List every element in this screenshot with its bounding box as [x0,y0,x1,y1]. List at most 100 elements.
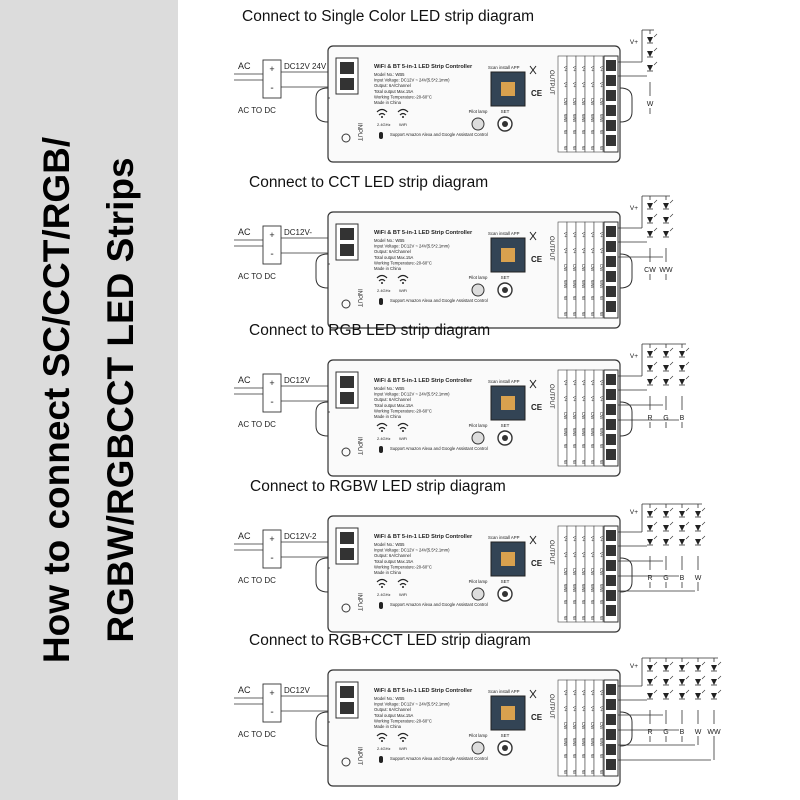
wifi-icon [376,274,388,282]
dc-voltage-label: DC12V- [284,228,312,237]
input-screw-icon [340,376,354,388]
ce-mark: CE [531,559,543,568]
dc-jack-icon [341,299,351,309]
input-screw-icon [340,392,354,404]
controller-title: WiFi & BT 5-in-1 LED Strip Controller [374,230,473,236]
output-terminal-label: WW [563,738,568,747]
output-terminal-label: W [563,616,568,621]
channel-label: G [663,575,668,582]
input-label: INPUT [356,747,362,765]
led-emission-arrow [701,689,706,694]
led-diode-icon [647,351,653,357]
output-terminal-label: V+ [599,396,604,402]
output-terminal-label: CW [563,412,568,420]
led-diode-icon [663,217,669,223]
output-screw-icon [606,301,616,312]
led-diode-icon [647,693,653,699]
led-emission-arrow [653,689,658,694]
pilot-lamp-label: Pilot lamp [469,275,488,280]
output-terminal-label: V+ [563,248,568,254]
output-screw-icon [606,60,616,71]
led-diode-icon [711,679,717,685]
adapter-plus: + [269,230,274,240]
output-terminal-label: W [563,770,568,775]
set-label: SET [501,109,510,114]
diagram-title: Connect to RGBW LED strip diagram [250,478,506,495]
output-terminal-label: V+ [572,396,577,402]
led-diode-icon [663,693,669,699]
led-diode-icon [663,665,669,671]
led-diode-icon [647,511,653,517]
output-screw-icon [606,545,616,556]
led-diode-icon [647,665,653,671]
led-emission-arrow [653,33,658,38]
wifi-icon-dot [381,430,383,432]
led-diode-icon [663,539,669,545]
dc-jack-icon [341,757,351,767]
output-terminal-label: CW [563,98,568,106]
channel-label: CW [644,267,656,274]
output-screw-icon [606,241,616,252]
wifi-label: WiFi [399,436,407,441]
led-emission-arrow [669,199,674,204]
output-terminal-label: CW [590,264,595,272]
output-terminal-label: V+ [572,536,577,542]
output-terminal-label: WW [572,584,577,593]
output-terminal-label: W [572,770,577,775]
wifi-icon [376,422,388,430]
output-terminal-label: V+ [590,82,595,88]
controller-spec-line: Total output Max.15A [374,713,414,718]
voice-assistant-label: Support Amazon Alexa and Google Assistan… [390,602,488,607]
dc-voltage-label: DC12V 24V [284,62,327,71]
output-terminal-label: V+ [572,706,577,712]
controller-spec-line: Total output Max.15A [374,255,414,260]
output-terminal-label: WW [572,738,577,747]
led-diode-icon [695,511,701,517]
scan-app-label: Scan install APP [488,379,520,384]
output-terminal-label: W [581,130,586,135]
controller-housing [327,669,621,787]
output-terminal-label: CW [572,722,577,730]
output-screw-icon [606,530,616,541]
set-button-core [502,287,508,293]
led-emission-arrow [717,675,722,680]
mounting-ear-right [619,253,633,289]
wifi-icon [376,732,388,740]
led-emission-arrow [669,347,674,352]
set-button-core [502,745,508,751]
pilot-lamp-icon [471,587,485,601]
led-diode-icon [663,203,669,209]
output-terminal-label: W [599,460,604,465]
controller-housing [327,45,621,163]
led-diode-icon [647,51,653,57]
output-screw-icon [606,714,616,725]
output-terminal-label: V+ [590,380,595,386]
sidebar-title-line-1: How to connect SC/CCT/RGB/ [36,136,77,664]
output-label: OUTPUT [548,236,554,261]
output-screw-icon [606,590,616,601]
strip-vplus-label: V+ [630,509,638,516]
output-terminal-label: V+ [590,706,595,712]
led-emission-arrow [669,375,674,380]
output-terminal-label: V+ [590,248,595,254]
led-emission-arrow [685,661,690,666]
adapter-box [262,529,282,569]
channel-label: B [680,415,685,422]
controller-spec-line: Output: 6A/Channel [374,83,411,88]
output-terminal-label: V+ [572,690,577,696]
ac-adapter: AC+-AC TO DCDC12VV+V- [234,683,339,739]
output-terminal-label: WW [581,114,586,123]
wifi-icon [397,578,409,586]
output-terminal-label: V+ [563,232,568,238]
output-terminal-label: WW [599,584,604,593]
output-terminal-label: CW [572,98,577,106]
output-screw-icon [606,699,616,710]
output-terminal-label: W [590,754,595,759]
output-terminal-label: W [590,616,595,621]
channel-label: G [663,415,668,422]
output-terminal-label: CW [590,98,595,106]
dc-voltage-label: DC12V [284,376,310,385]
